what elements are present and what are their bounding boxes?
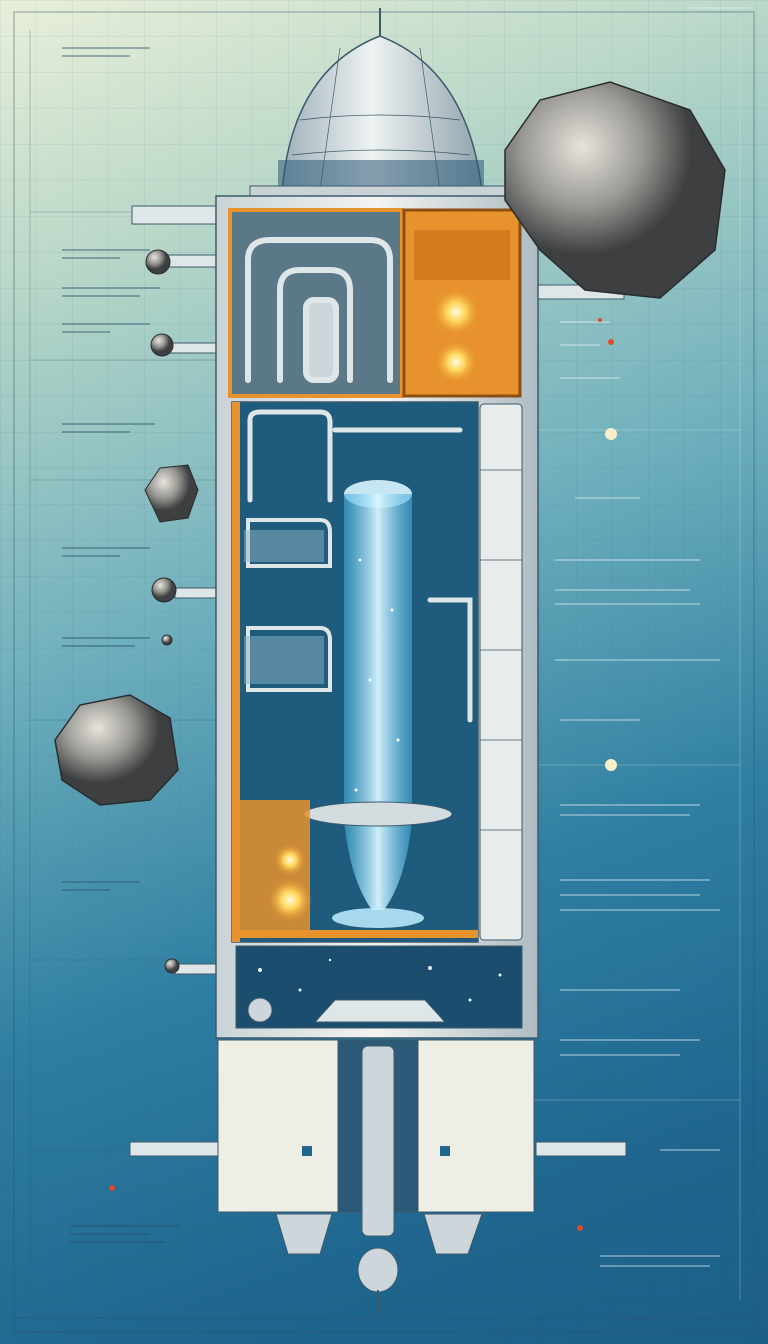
annotation-marker-icon [577, 1225, 583, 1231]
engine-pod-left [217, 1039, 339, 1213]
asteroid-icon [504, 81, 726, 299]
annotation-marker-icon [109, 1185, 115, 1191]
asteroid-icon [164, 958, 180, 974]
reactor-core-icon [268, 878, 312, 922]
reactor-core-icon [274, 844, 306, 876]
orange-frame-bottom [232, 930, 478, 938]
engine-pod-right [417, 1039, 535, 1213]
annotation-marker-icon [605, 428, 617, 440]
asteroid-icon [54, 694, 179, 806]
starfield [258, 958, 502, 1002]
reactor-core-icon [434, 340, 478, 384]
orange-frame-left [232, 402, 240, 942]
thruster-left [275, 1213, 333, 1255]
thruster-center [357, 1247, 399, 1293]
asteroid-icon [144, 464, 199, 523]
lower-dome [313, 999, 447, 1023]
coolant-ring [303, 801, 453, 827]
left-annotations [62, 47, 180, 1243]
engine-shaft [361, 1045, 395, 1237]
asteroid-icon [161, 634, 173, 646]
thruster-right [423, 1213, 483, 1255]
annotation-markers [109, 318, 617, 1231]
annotation-marker-icon [598, 318, 602, 322]
right-leader-lines [530, 20, 741, 1300]
pipework-central [246, 409, 473, 723]
tank-bands [480, 469, 522, 831]
annotation-marker-icon [608, 339, 614, 345]
right-annotations [555, 7, 750, 1267]
engine-port-right [440, 1146, 450, 1156]
asteroid-icon [150, 333, 174, 357]
small-dome [247, 997, 273, 1023]
blueprint-border [13, 11, 755, 1333]
engine-port-left [302, 1146, 312, 1156]
pipework-upper [245, 237, 393, 383]
asteroid-icon [145, 249, 171, 275]
vertical-tank [479, 403, 523, 941]
asteroid-icon [151, 577, 177, 603]
annotation-marker-icon [605, 759, 617, 771]
reactor-core-icon [432, 288, 480, 336]
